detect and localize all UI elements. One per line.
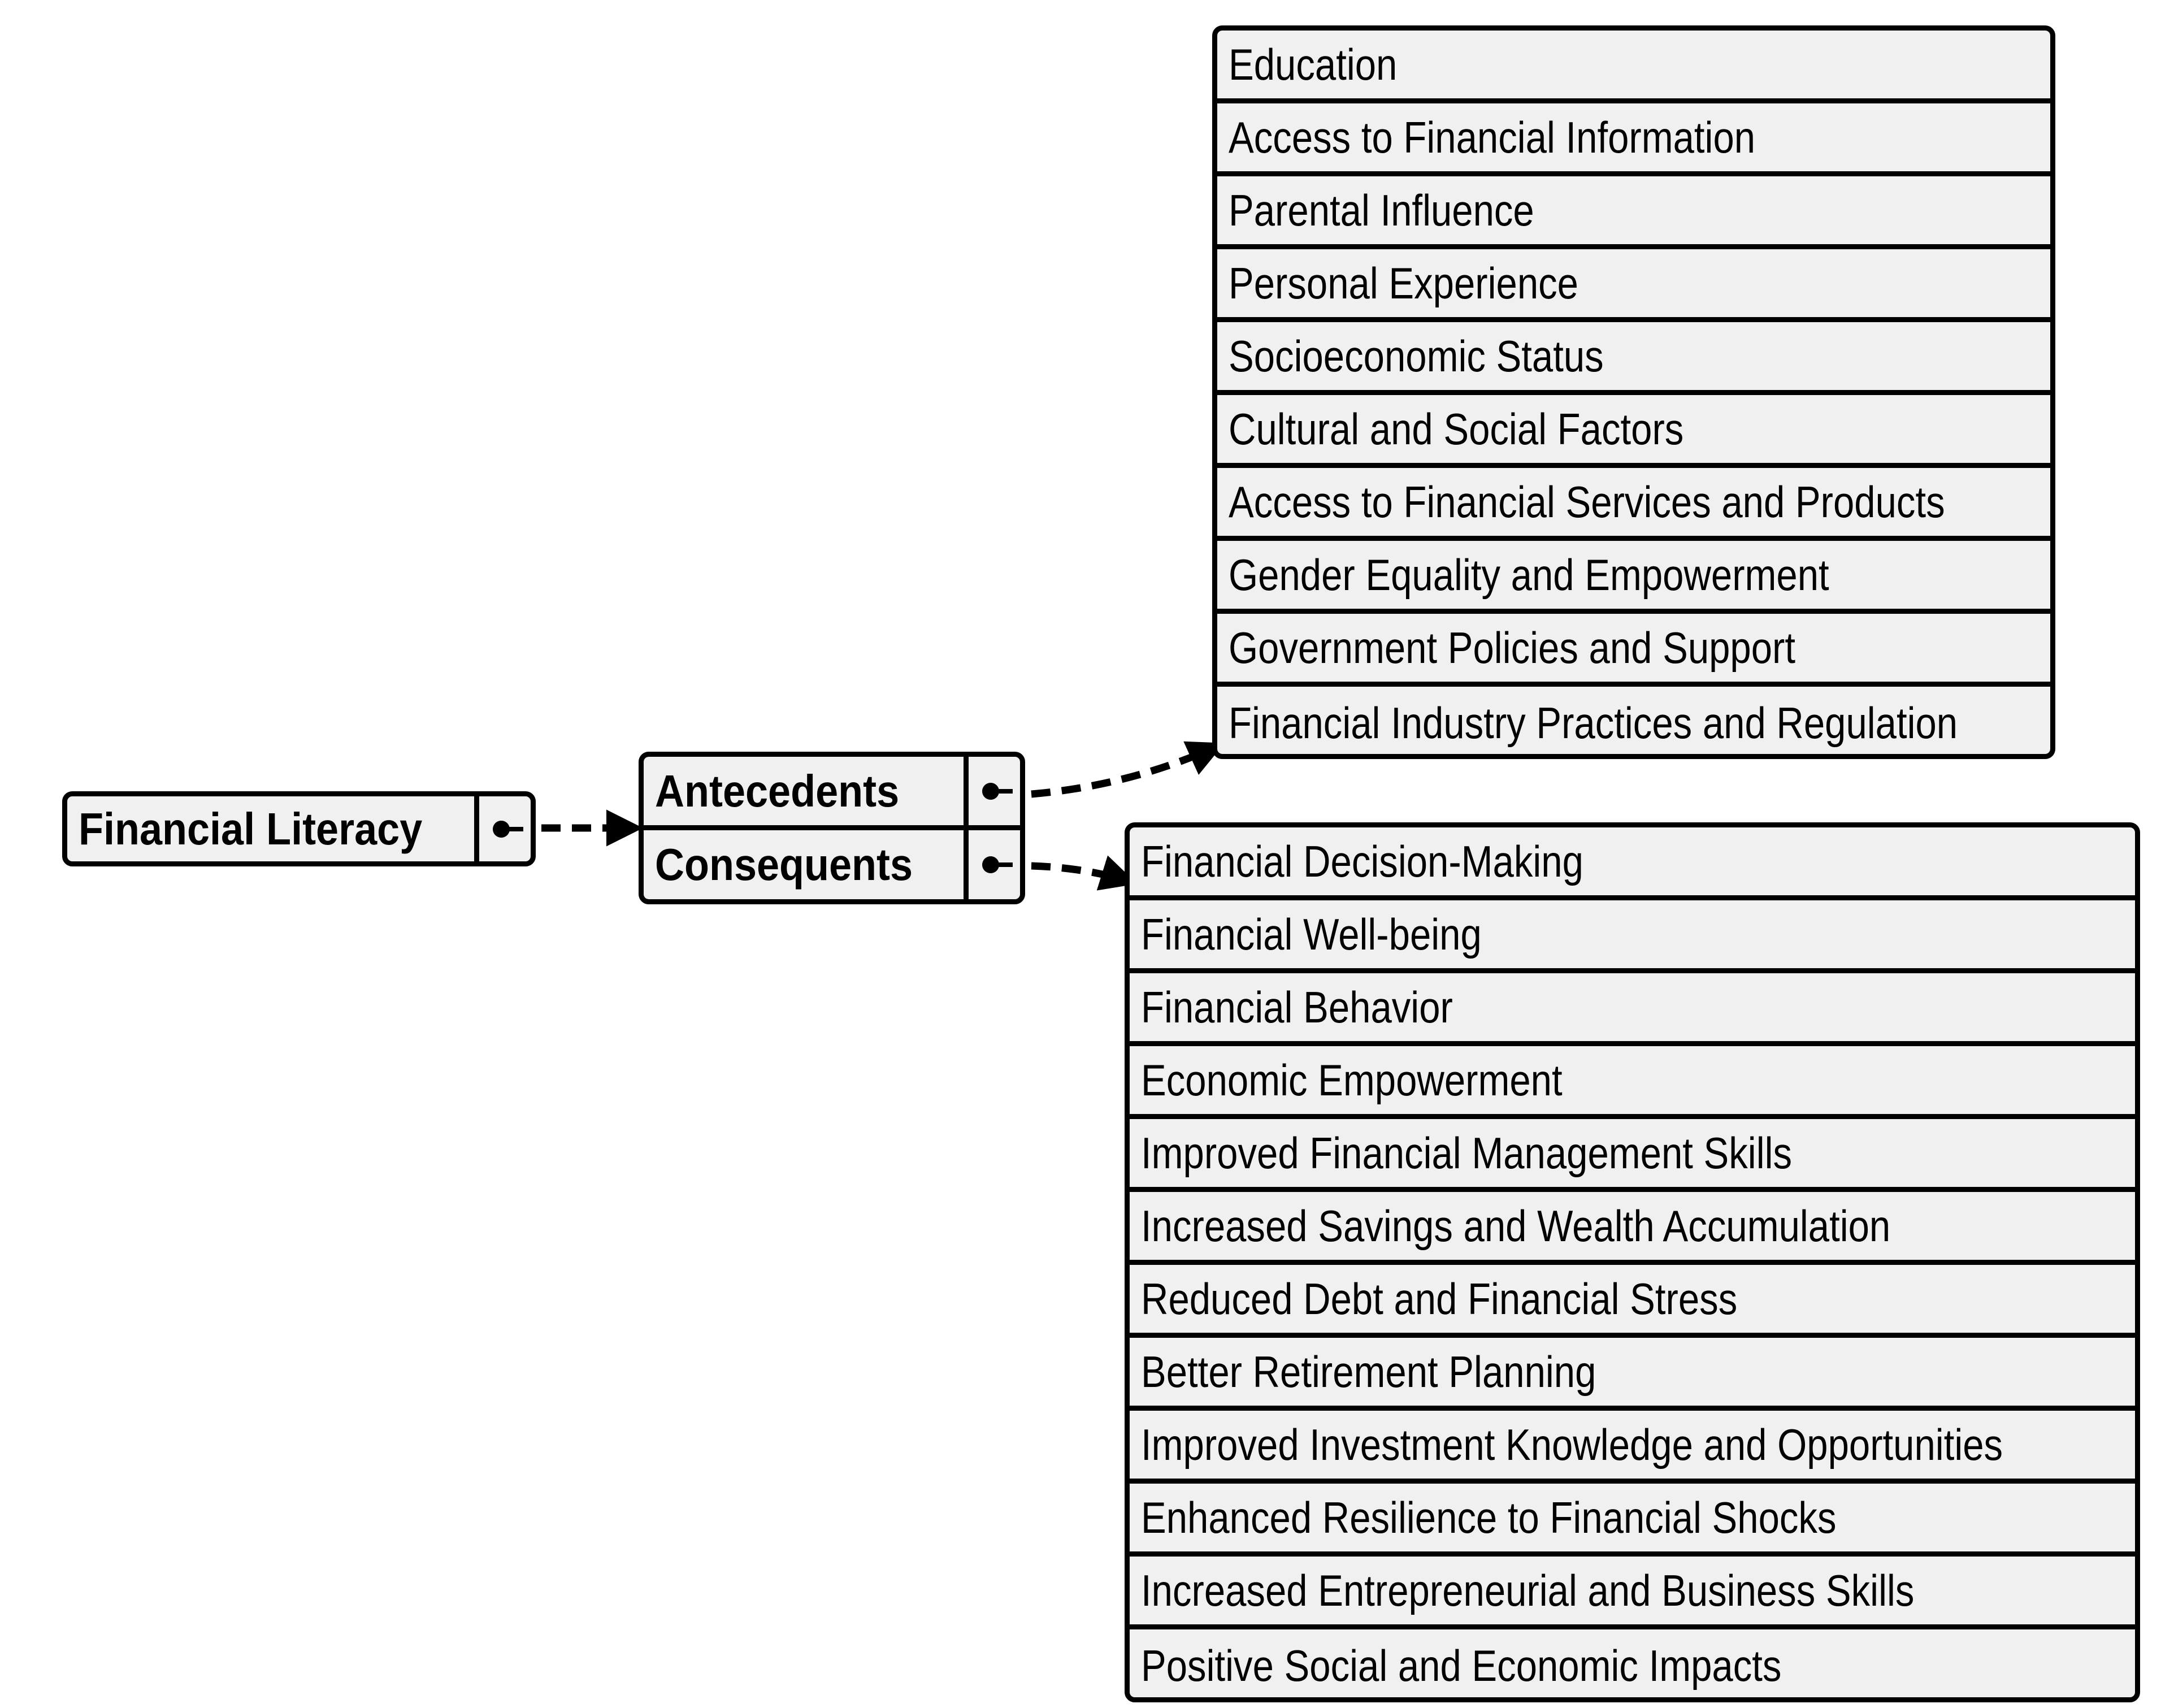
consequent-item: Economic Empowerment [1130,1046,2135,1119]
consequents-label: Consequents [655,839,913,890]
consequent-item-label: Financial Decision-Making [1141,836,1583,886]
antecedent-item: Cultural and Social Factors [1217,395,2050,468]
consequent-item: Increased Savings and Wealth Accumulatio… [1130,1192,2135,1265]
consequent-item-label: Increased Entrepreneurial and Business S… [1141,1565,1915,1615]
antecedent-item: Parental Influence [1217,176,2050,249]
consequent-item: Increased Entrepreneurial and Business S… [1130,1557,2135,1629]
consequent-item-label: Financial Behavior [1141,982,1453,1032]
consequent-item: Financial Well-being [1130,900,2135,973]
edge-antecedents-to-list [1031,741,1225,798]
consequent-item: Improved Financial Management Skills [1130,1119,2135,1192]
consequent-item-label: Better Retirement Planning [1141,1346,1596,1397]
consequent-item: Financial Decision-Making [1130,827,2135,900]
antecedent-item: Socioeconomic Status [1217,322,2050,395]
consequent-item: Enhanced Resilience to Financial Shocks [1130,1484,2135,1557]
edge-consequents-to-list [1031,855,1138,891]
consequent-item: Financial Behavior [1130,973,2135,1046]
antecedents-port-icon [964,757,1020,825]
consequent-item-label: Improved Financial Management Skills [1141,1128,1793,1178]
antecedent-item-label: Financial Industry Practices and Regulat… [1229,698,1958,748]
antecedent-item: Access to Financial Information [1217,103,2050,176]
antecedent-item-label: Personal Experience [1229,258,1578,308]
antecedents-label: Antecedents [655,765,900,816]
antecedent-item: Education [1217,31,2050,103]
consequent-item-label: Increased Savings and Wealth Accumulatio… [1141,1200,1891,1251]
root-label: Financial Literacy [79,803,423,854]
consequent-item: Positive Social and Economic Impacts [1130,1629,2135,1697]
consequent-item: Improved Investment Knowledge and Opport… [1130,1411,2135,1484]
root-node: Financial Literacy [62,791,536,866]
branch-node: Antecedents Consequents [639,752,1025,904]
antecedent-item: Personal Experience [1217,249,2050,322]
antecedent-item-label: Access to Financial Information [1229,112,1756,162]
antecedent-item-label: Parental Influence [1229,185,1534,235]
consequent-item-label: Enhanced Resilience to Financial Shocks [1141,1492,1837,1542]
consequent-item-label: Reduced Debt and Financial Stress [1141,1273,1738,1324]
consequent-item-label: Financial Well-being [1141,909,1482,959]
antecedent-item: Gender Equality and Empowerment [1217,541,2050,614]
antecedent-item-label: Government Policies and Support [1229,622,1796,673]
antecedent-item-label: Cultural and Social Factors [1229,404,1684,454]
consequent-item-label: Positive Social and Economic Impacts [1141,1641,1782,1690]
consequent-item-label: Economic Empowerment [1141,1055,1563,1105]
consequent-item: Better Retirement Planning [1130,1338,2135,1411]
consequent-item-label: Improved Investment Knowledge and Opport… [1141,1419,2003,1469]
antecedent-item: Financial Industry Practices and Regulat… [1217,687,2050,754]
branch-row-consequents: Consequents [644,830,1020,899]
root-row: Financial Literacy [67,796,531,861]
antecedent-item-label: Socioeconomic Status [1229,331,1604,381]
branch-row-antecedents: Antecedents [644,757,1020,830]
antecedent-item: Access to Financial Services and Product… [1217,468,2050,541]
consequents-port-icon [964,830,1020,899]
antecedent-item-label: Gender Equality and Empowerment [1229,549,1829,600]
antecedent-item-label: Access to Financial Services and Product… [1229,476,1945,527]
antecedent-item-label: Education [1229,39,1398,89]
root-port-icon [474,796,531,861]
antecedent-item: Government Policies and Support [1217,614,2050,687]
consequent-item: Reduced Debt and Financial Stress [1130,1265,2135,1338]
